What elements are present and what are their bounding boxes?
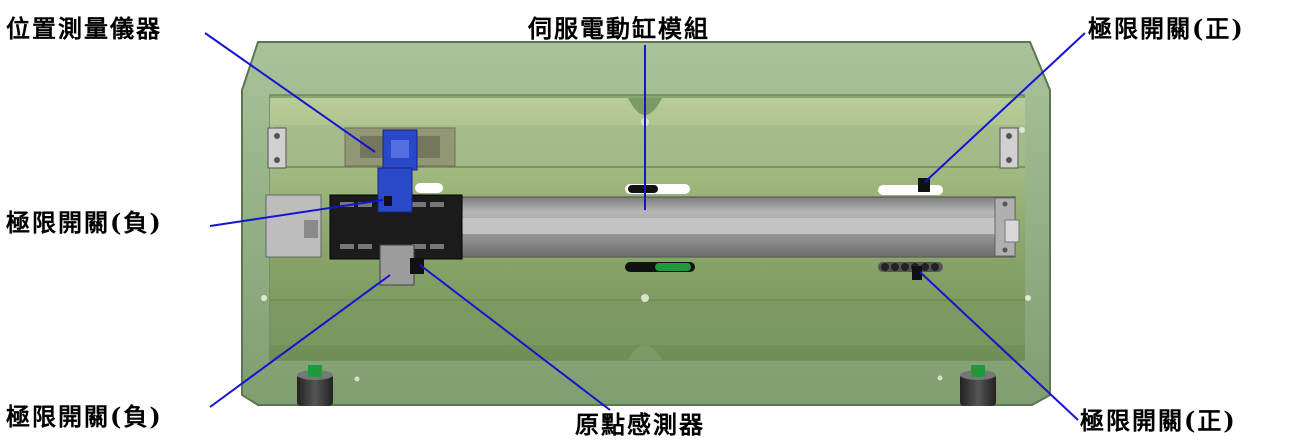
rail-end-left xyxy=(265,194,322,258)
side-brackets xyxy=(267,127,1019,169)
label-position-sensor: 位置測量儀器 xyxy=(6,14,162,43)
label-origin-sensor: 原點感測器 xyxy=(575,410,705,439)
leader-lines xyxy=(204,32,1086,421)
leader-limit-pos-top xyxy=(924,32,1086,183)
leader-position-sensor xyxy=(204,32,376,153)
linear-rail xyxy=(454,196,1020,258)
leader-limit-neg-bottom xyxy=(209,274,391,408)
leader-limit-neg-mid xyxy=(209,199,384,227)
blue-reader-head xyxy=(377,129,418,213)
label-limit-switch-negative-bottom: 極限開關(負) xyxy=(6,402,163,431)
label-limit-switch-positive-top: 極限開關(正) xyxy=(1088,14,1245,43)
origin-bracket xyxy=(379,244,424,286)
leader-limit-pos-bottom xyxy=(919,271,1079,421)
plate-slots xyxy=(415,183,943,272)
label-limit-switch-positive-bottom: 極限開關(正) xyxy=(1080,406,1237,435)
support-feet xyxy=(297,365,996,406)
label-limit-switch-negative-middle: 極限開關(負) xyxy=(6,208,163,237)
leader-origin-sensor xyxy=(419,264,611,411)
label-servo-module: 伺服電動缸模組 xyxy=(528,14,710,43)
